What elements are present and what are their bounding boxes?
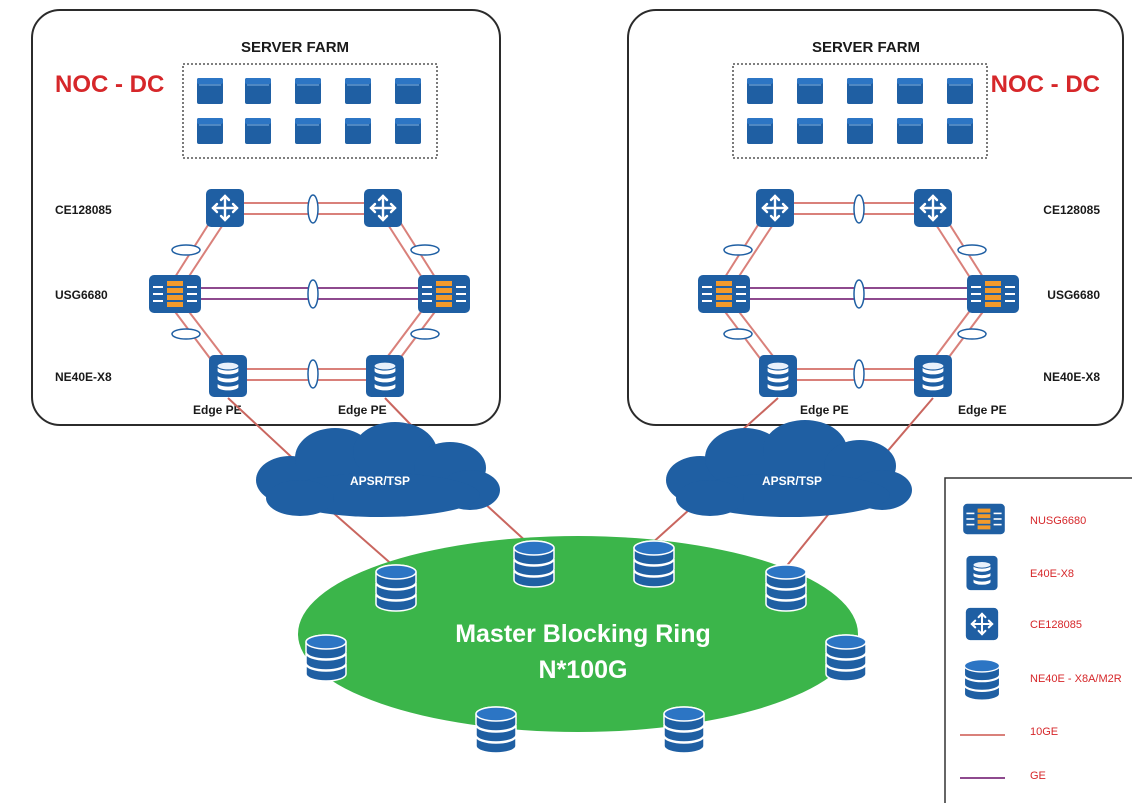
ring-router-icon bbox=[765, 564, 807, 612]
server-icon bbox=[946, 77, 974, 105]
server-icon bbox=[846, 117, 874, 145]
legend: NUSG6680 E40E-X8 CE128085 NE40E - X8A/M2… bbox=[944, 477, 1132, 803]
legend-label-router: E40E-X8 bbox=[1030, 568, 1074, 580]
ring-router-icon bbox=[305, 634, 347, 682]
ring-router-icon bbox=[663, 706, 705, 754]
left-usg-firewall-a-icon bbox=[148, 274, 202, 314]
server-icon bbox=[344, 117, 372, 145]
left-row-usg-label: USG6680 bbox=[55, 288, 108, 302]
legend-label-ge: GE bbox=[1030, 770, 1046, 782]
server-icon bbox=[746, 77, 774, 105]
ring-router-icon bbox=[513, 540, 555, 588]
left-usg-firewall-b-icon bbox=[417, 274, 471, 314]
server-icon bbox=[294, 77, 322, 105]
right-row-usg-label: USG6680 bbox=[1047, 288, 1100, 302]
server-icon bbox=[846, 77, 874, 105]
legend-router-icon bbox=[965, 555, 999, 591]
server-icon bbox=[896, 117, 924, 145]
ring-router-icon bbox=[375, 564, 417, 612]
left-cloud-label: APSR/TSP bbox=[350, 474, 410, 488]
left-server-farm-label: SERVER FARM bbox=[241, 39, 349, 56]
server-icon bbox=[896, 77, 924, 105]
server-icon bbox=[294, 117, 322, 145]
left-apsr-cloud: APSR/TSP bbox=[256, 422, 500, 517]
right-ce-switch-b-icon bbox=[913, 188, 953, 228]
legend-switch-icon bbox=[965, 607, 999, 641]
right-noc-dc-title: NOC - DC bbox=[991, 71, 1100, 98]
left-row-ne-label: NE40E-X8 bbox=[55, 370, 112, 384]
left-ne-router-b-icon bbox=[365, 354, 405, 398]
legend-label-firewall: NUSG6680 bbox=[1030, 515, 1086, 527]
ring-router-icon bbox=[633, 540, 675, 588]
legend-ring-router-icon bbox=[963, 658, 1001, 701]
right-server-farm-label: SERVER FARM bbox=[812, 39, 920, 56]
right-cloud-label: APSR/TSP bbox=[762, 474, 822, 488]
left-ne-router-a-icon bbox=[208, 354, 248, 398]
right-edge-pe-b-label: Edge PE bbox=[958, 403, 1007, 417]
left-edge-pe-b-label: Edge PE bbox=[338, 403, 387, 417]
master-blocking-ring bbox=[298, 536, 858, 732]
right-ne-router-a-icon bbox=[758, 354, 798, 398]
ring-title-line1: Master Blocking Ring bbox=[455, 620, 711, 648]
right-row-ce-label: CE128085 bbox=[1043, 203, 1100, 217]
ring-router-icon bbox=[475, 706, 517, 754]
left-edge-pe-a-label: Edge PE bbox=[193, 403, 242, 417]
server-icon bbox=[796, 117, 824, 145]
right-usg-firewall-a-icon bbox=[697, 274, 751, 314]
server-icon bbox=[244, 77, 272, 105]
ring-router-icon bbox=[825, 634, 867, 682]
legend-firewall-icon bbox=[962, 503, 1006, 535]
legend-label-10ge: 10GE bbox=[1030, 726, 1058, 738]
server-icon bbox=[244, 117, 272, 145]
server-icon bbox=[344, 77, 372, 105]
server-icon bbox=[196, 77, 224, 105]
server-icon bbox=[796, 77, 824, 105]
left-lag-markers bbox=[171, 194, 440, 389]
right-apsr-cloud: APSR/TSP bbox=[666, 420, 912, 517]
left-row-ce-label: CE128085 bbox=[55, 203, 112, 217]
right-lag-markers bbox=[723, 194, 987, 389]
server-icon bbox=[394, 117, 422, 145]
right-edge-pe-a-label: Edge PE bbox=[800, 403, 849, 417]
right-usg-firewall-b-icon bbox=[966, 274, 1020, 314]
left-ce-switch-a-icon bbox=[205, 188, 245, 228]
legend-label-switch: CE128085 bbox=[1030, 619, 1082, 631]
right-row-ne-label: NE40E-X8 bbox=[1043, 370, 1100, 384]
left-ce-switch-b-icon bbox=[363, 188, 403, 228]
left-noc-dc-title: NOC - DC bbox=[55, 71, 164, 98]
server-icon bbox=[946, 117, 974, 145]
server-icon bbox=[746, 117, 774, 145]
legend-label-ring-router: NE40E - X8A/M2R bbox=[1030, 673, 1122, 685]
ring-title-line2: N*100G bbox=[539, 656, 628, 684]
server-icon bbox=[394, 77, 422, 105]
right-ne-router-b-icon bbox=[913, 354, 953, 398]
right-ce-switch-a-icon bbox=[755, 188, 795, 228]
server-icon bbox=[196, 117, 224, 145]
